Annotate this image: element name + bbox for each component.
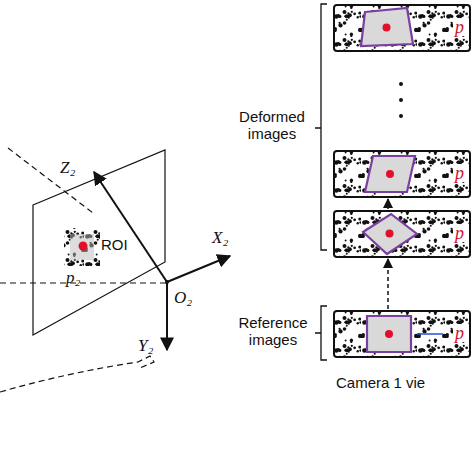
bracket (315, 306, 327, 360)
dashed-line (0, 282, 167, 283)
point-label: p (453, 164, 466, 182)
subset-outline (367, 316, 411, 352)
axis-label: X₂ (212, 228, 228, 248)
point-marker (79, 242, 88, 251)
y-axis (166, 282, 168, 350)
z-axis (94, 172, 167, 282)
dashed-line (8, 148, 93, 213)
ellipsis-dot (399, 114, 403, 118)
speckle-image (333, 310, 471, 358)
ellipsis-dot (399, 82, 403, 86)
point-marker (383, 24, 391, 32)
speckle-image (333, 150, 471, 198)
speckle-image (333, 210, 471, 258)
bracket (315, 4, 327, 250)
point-label: p₂ (66, 268, 80, 288)
point-label: p (453, 324, 466, 342)
origin-label: O₂ (174, 288, 192, 308)
point-marker (386, 230, 394, 238)
ellipsis-dot (399, 98, 403, 102)
displacement-line (417, 333, 443, 335)
axis-label: Y₂ (138, 336, 153, 356)
speckle-image-frame: p (333, 150, 471, 198)
dashed-arrow (387, 259, 389, 309)
subset-outline (365, 156, 415, 192)
caption-label: Camera 1 vie (336, 374, 425, 391)
dashed-curve (0, 356, 154, 392)
speckle-image (333, 4, 471, 52)
speckle-image-frame: p (333, 210, 471, 258)
point-marker (386, 170, 394, 178)
origin-dot (165, 280, 169, 284)
speckle-image-frame: p (333, 4, 471, 52)
group-label: Reference images (232, 314, 314, 349)
x-axis (167, 256, 230, 282)
subset-outline (363, 214, 417, 254)
roi-subset (70, 234, 94, 260)
group-label: Deformed images (232, 108, 312, 143)
axis-label: Z₂ (60, 158, 75, 178)
point-marker (385, 330, 393, 338)
roi-label: ROI (101, 236, 128, 253)
dashed-arrow (387, 199, 389, 209)
point-label: p (453, 224, 466, 242)
speckle-image-frame: p (333, 310, 471, 358)
subset-outline (361, 8, 413, 46)
point-label: p (453, 18, 466, 36)
roi-patch (64, 228, 100, 266)
